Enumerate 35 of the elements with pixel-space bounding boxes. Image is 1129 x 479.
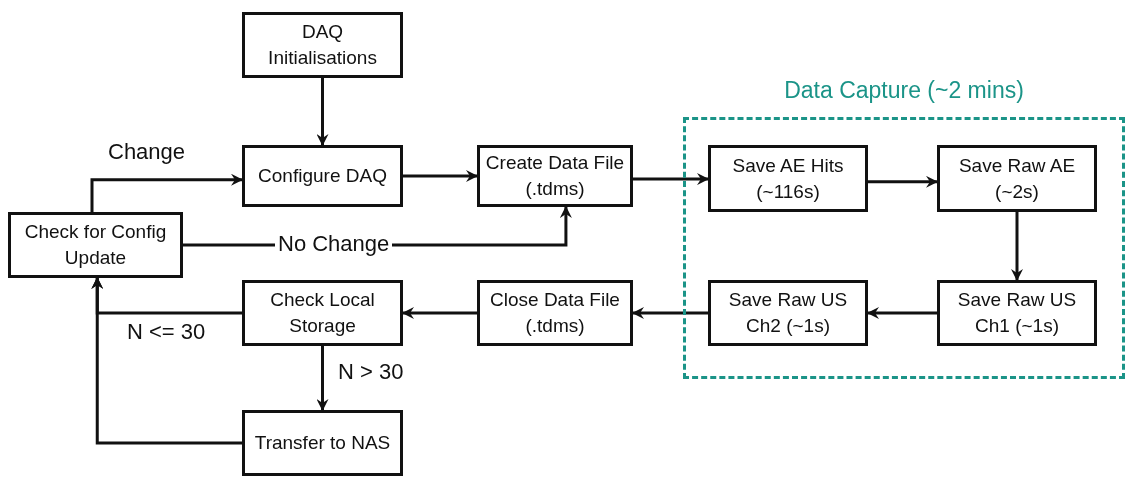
process-box (477, 145, 633, 207)
box-label: Save Raw US Ch1 (~1s) (956, 288, 1078, 338)
box-label: Save Raw AE (~2s) (957, 153, 1077, 204)
box-label: Save AE Hits (~116s) (731, 153, 845, 204)
process-box (708, 280, 868, 346)
process-box (8, 212, 183, 278)
box-label: Create Data File (.tdms) (484, 151, 626, 201)
box-label: Transfer to NAS (253, 431, 392, 455)
process-box (242, 410, 403, 476)
arrow (402, 307, 477, 319)
region-heading: Data Capture (~2 mins) (783, 77, 1025, 104)
process-box (477, 280, 633, 346)
process-box (937, 145, 1097, 212)
box-label: Check for Config Update (23, 220, 168, 270)
box-label: DAQ Initialisations (267, 20, 378, 70)
arrow (316, 78, 329, 146)
process-box (937, 280, 1097, 346)
arrow (316, 346, 329, 411)
arrow (867, 307, 937, 319)
arrow (91, 277, 242, 445)
arrow (90, 173, 243, 212)
arrow (1011, 212, 1023, 281)
box-label: Save Raw US Ch2 (~1s) (727, 288, 849, 338)
arrow (403, 170, 478, 182)
edge-label: No Change (275, 232, 393, 256)
process-box (242, 12, 403, 78)
process-box (242, 280, 403, 346)
box-label: Close Data File (.tdms) (489, 288, 621, 338)
process-box (708, 145, 868, 212)
arrow (868, 175, 938, 188)
box-label: Configure DAQ (257, 164, 388, 188)
arrow (632, 307, 708, 319)
box-label: Check Local Storage (269, 288, 376, 338)
process-box (242, 145, 403, 207)
arrow (633, 173, 709, 186)
